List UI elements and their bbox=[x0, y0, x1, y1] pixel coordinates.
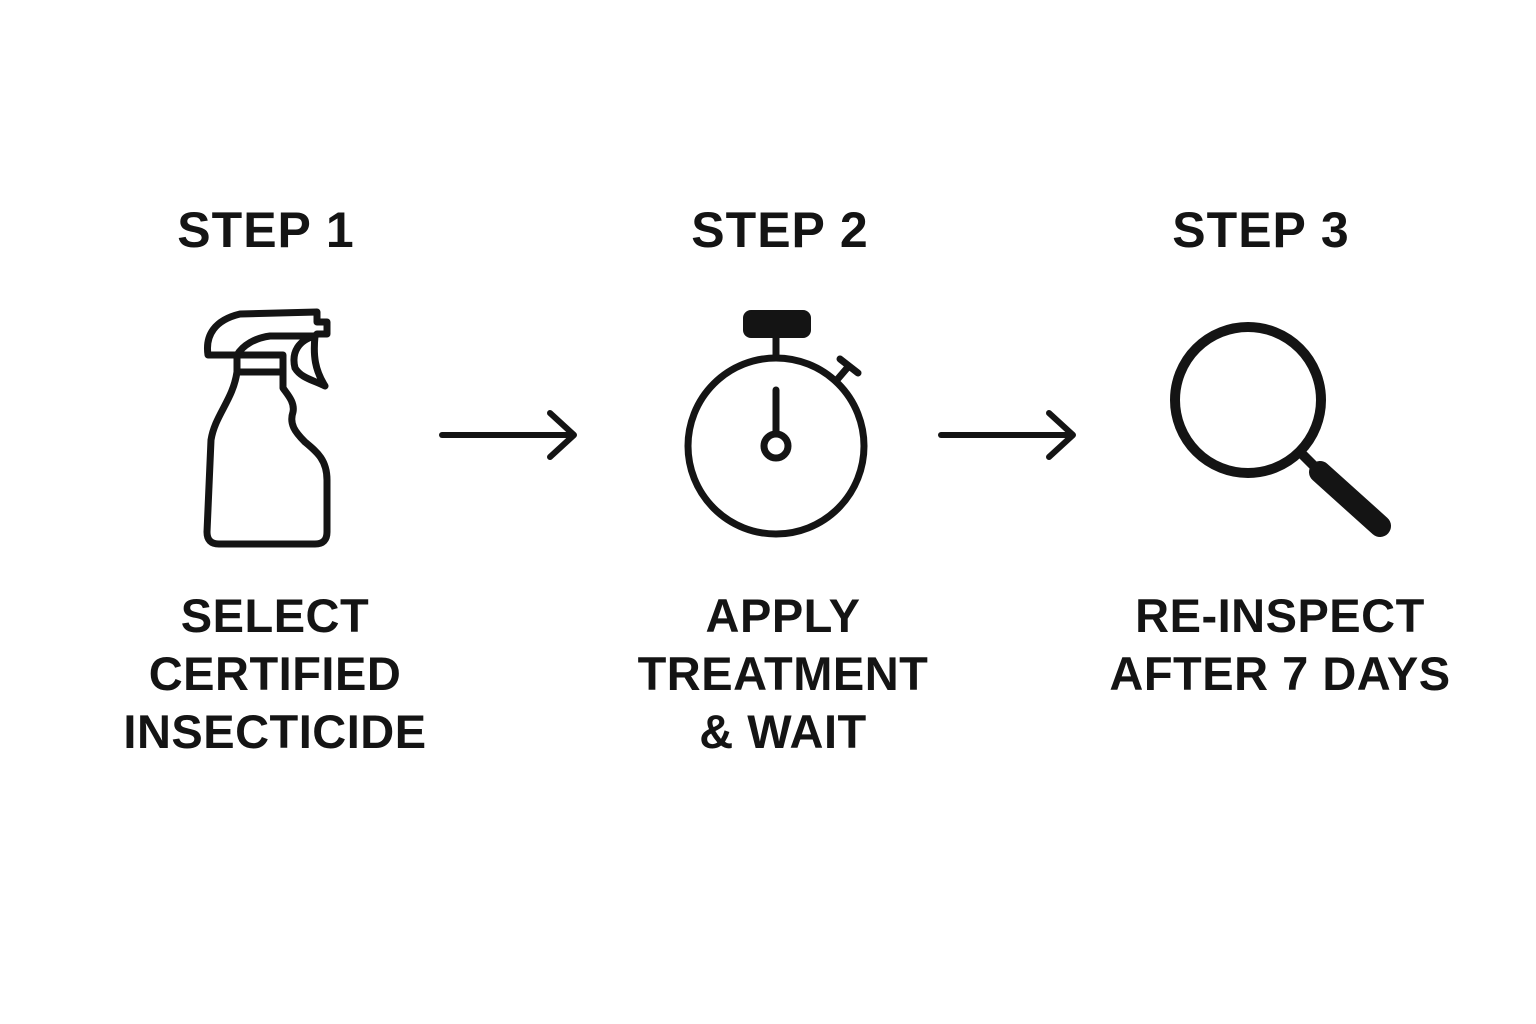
step-1-title: STEP 1 bbox=[177, 202, 355, 258]
step-3-title: STEP 3 bbox=[1172, 202, 1350, 258]
magnifying-glass-icon bbox=[1170, 322, 1391, 537]
step-2-description: APPLY TREATMENT & WAIT bbox=[637, 589, 929, 758]
step-3-description: RE-INSPECT AFTER 7 DAYS bbox=[1109, 589, 1451, 700]
right-arrow-icon bbox=[439, 410, 577, 460]
right-arrow-icon bbox=[938, 410, 1076, 460]
stopwatch-icon bbox=[684, 310, 868, 538]
spray-bottle-icon bbox=[203, 308, 331, 548]
step-1-description: SELECT CERTIFIED INSECTICIDE bbox=[123, 589, 427, 758]
step-2-title: STEP 2 bbox=[691, 202, 869, 258]
